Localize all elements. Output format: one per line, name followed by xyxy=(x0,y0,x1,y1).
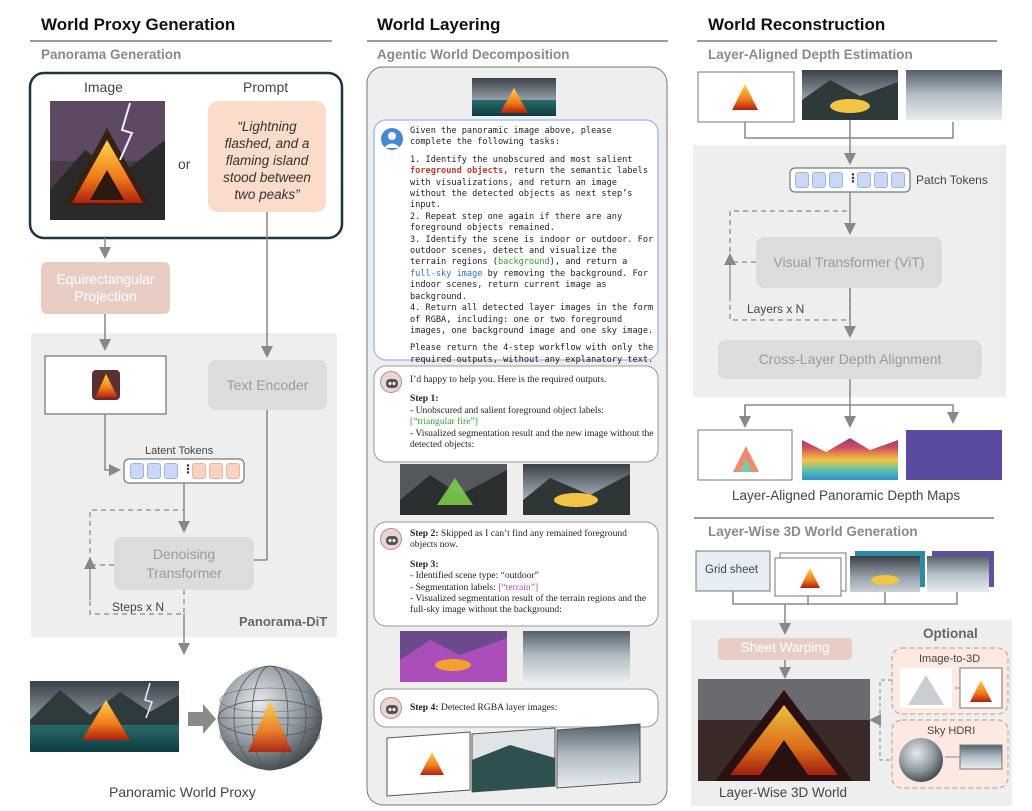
user-prompt: Given the panoramic image above, please … xyxy=(410,126,655,366)
step4-heading: Step 4: xyxy=(410,702,439,713)
agent-intro: I’d happy to help you. Here is the requi… xyxy=(410,374,607,385)
panorama-image xyxy=(30,681,179,752)
image-label: Image xyxy=(84,79,123,95)
depth-map-images xyxy=(697,429,1002,481)
token-separator: ⋮ xyxy=(182,462,194,476)
panorama-generation-subtitle: Panorama Generation xyxy=(41,47,182,62)
patch-token xyxy=(874,172,888,188)
user-prompt-closing: Please return the 4-step workflow with o… xyxy=(410,343,654,365)
arrow-right-icon xyxy=(188,704,216,734)
step2-heading: Step 2: xyxy=(410,528,439,539)
user-prompt-intro: Given the panoramic image above, please … xyxy=(410,126,612,148)
layers-label: Layers x N xyxy=(747,302,805,316)
agent-avatar-icon xyxy=(380,697,402,719)
agent-reply-step2-3: Step 2: Skipped as I can’t find any rema… xyxy=(410,528,654,616)
agentic-decomposition-subtitle: Agentic World Decomposition xyxy=(377,47,570,62)
step3-line1: - Identified scene type: “outdoor” xyxy=(410,570,539,582)
user-task-3: 3. Identify the scene is indoor or outdo… xyxy=(410,235,655,303)
latent-token xyxy=(130,463,144,479)
image-to-3d-label: Image-to-3D xyxy=(919,653,981,665)
world-reconstruction-title: World Reconstruction xyxy=(708,15,886,34)
optional-label: Optional xyxy=(923,626,978,641)
prompt-label: Prompt xyxy=(243,79,289,95)
step1-images xyxy=(400,464,630,515)
final-world-image xyxy=(698,679,870,781)
grid-sheet-label: Grid sheet xyxy=(705,564,759,576)
or-label: or xyxy=(178,156,191,172)
step1-line2: - Visualized segmentation result and the… xyxy=(410,427,654,451)
step3-line3: - Visualized segmentation result of the … xyxy=(410,593,647,616)
cross-layer-alignment-box: Cross-Layer Depth Alignment xyxy=(718,340,982,379)
latent-tokens-label: Latent Tokens xyxy=(145,445,214,457)
patch-token xyxy=(891,172,905,188)
depth-maps-label: Layer-Aligned Panoramic Depth Maps xyxy=(732,488,961,503)
latent-token xyxy=(164,463,178,479)
sheet-warping-label: Sheet Warping xyxy=(740,640,830,655)
divider xyxy=(30,40,332,42)
prompt-text: “Lightning flashed, and a flaming island… xyxy=(223,119,311,202)
task-3-text-mid: ), and return a xyxy=(549,257,628,268)
world-layering-title: World Layering xyxy=(377,15,501,34)
task-1-highlight: foreground objects xyxy=(410,166,504,177)
step3-line2: - Segmentation labels: [“terrain”] xyxy=(410,582,654,593)
layer-wise-world-label: Layer-Wise 3D World xyxy=(719,785,848,800)
step3-heading: Step 3: xyxy=(410,558,439,570)
step2-text: Skipped as I can’t find any remained for… xyxy=(410,528,627,551)
user-task-1: 1. Identify the unobscured and most sali… xyxy=(410,155,655,212)
depth-input-images xyxy=(697,70,1002,123)
panoramic-world-proxy-label: Panoramic World Proxy xyxy=(109,784,256,800)
latent-token xyxy=(226,463,240,479)
user-task-4: 4. Return all detected layer images in t… xyxy=(410,303,654,336)
step1-label: [“triangular fire”] xyxy=(410,416,478,428)
user-task-2: 2. Repeat step one again if there are an… xyxy=(410,211,623,234)
optional-thumbs xyxy=(899,667,1003,782)
proxy-sphere xyxy=(217,665,323,771)
task-3-full-sky: full-sky image xyxy=(410,268,483,279)
agent-avatar-icon xyxy=(380,371,402,393)
patch-token xyxy=(857,172,871,188)
step1-line1: - Unobscured and salient foreground obje… xyxy=(410,404,604,416)
panorama-dit-label: Panorama-DiT xyxy=(239,614,328,629)
world-proxy-title: World Proxy Generation xyxy=(41,15,236,34)
latent-token xyxy=(192,463,206,479)
task-3-text-end: by removing the background. For indoor s… xyxy=(410,268,649,302)
layer-sheets xyxy=(695,550,994,597)
equirect-thumbnail xyxy=(92,370,120,400)
latent-token xyxy=(209,463,223,479)
task-3-background: background xyxy=(497,257,550,268)
patch-token xyxy=(829,172,843,188)
step3-images xyxy=(400,631,630,682)
agent-reply-step1: I’d happy to help you. Here is the requi… xyxy=(410,374,654,450)
input-image xyxy=(50,101,165,220)
patch-token xyxy=(795,172,809,188)
step3-terrain-label: [“terrain”] xyxy=(498,581,539,593)
text-encoder-box: Text Encoder xyxy=(208,360,327,410)
patch-tokens-label: Patch Tokens xyxy=(916,173,988,187)
vit-box: Visual Transformer (ViT) xyxy=(756,237,942,288)
equirectangular-projection-box: Equirectangular Projection xyxy=(41,262,170,314)
steps-label: Steps x N xyxy=(112,600,165,614)
token-separator: ⋮ xyxy=(847,171,859,185)
latent-token xyxy=(147,463,161,479)
user-avatar-icon xyxy=(381,128,403,150)
world-generation-subtitle: Layer-Wise 3D World Generation xyxy=(708,524,918,539)
sky-hdri-label: Sky HDRI xyxy=(927,725,976,737)
denoising-transformer-box: Denoising Transformer xyxy=(114,537,254,590)
step4-text: Detected RGBA layer images: xyxy=(438,702,558,713)
patch-token xyxy=(812,172,826,188)
agent-reply-step4: Step 4: Detected RGBA layer images: xyxy=(410,702,654,713)
task-3-text: 3. Identify the scene is indoor or outdo… xyxy=(410,234,654,268)
divider xyxy=(697,40,997,42)
divider xyxy=(367,40,668,42)
step4-layer-images xyxy=(386,723,641,797)
step1-heading: Step 1: xyxy=(410,393,439,405)
step3-line2-text: - Segmentation labels: xyxy=(410,581,499,593)
task-1-text-end: , return the semantic labels with visual… xyxy=(410,166,649,211)
step2-line: Step 2: Skipped as I can’t find any rema… xyxy=(410,528,654,551)
agent-avatar-icon xyxy=(380,528,402,550)
depth-estimation-subtitle: Layer-Aligned Depth Estimation xyxy=(708,47,913,62)
task-1-text: 1. Identify the unobscured and most sali… xyxy=(410,154,633,165)
top-panorama-thumb xyxy=(472,78,556,116)
